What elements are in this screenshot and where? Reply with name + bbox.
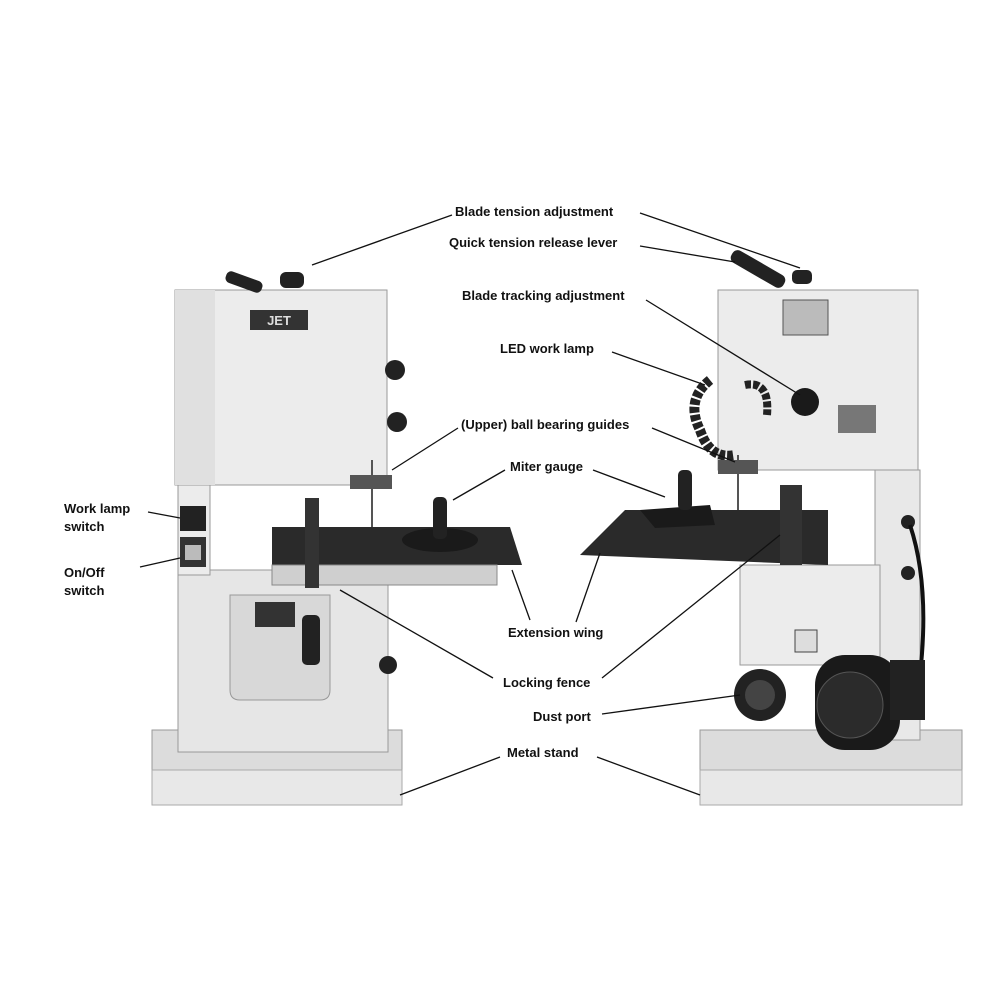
warning-label xyxy=(255,602,295,627)
right-fence xyxy=(780,485,802,565)
tension-handle xyxy=(302,615,320,665)
knob xyxy=(385,360,405,380)
label-extension-wing: Extension wing xyxy=(508,625,604,640)
label-quick-release: Quick tension release lever xyxy=(449,235,618,250)
svg-text:JET: JET xyxy=(267,313,291,328)
right-bandsaw xyxy=(580,250,963,806)
label-blade-tracking: Blade tracking adjustment xyxy=(462,288,625,303)
label-work-lamp-switch: Work lamp switch xyxy=(64,500,130,536)
label-miter-gauge: Miter gauge xyxy=(510,459,583,474)
left-miter-gauge xyxy=(402,528,478,552)
label-locking-fence: Locking fence xyxy=(503,675,591,690)
label-line: On/Off xyxy=(64,565,105,580)
label-dust-port: Dust port xyxy=(533,709,591,724)
jet-logo xyxy=(250,310,308,330)
left-bandsaw: JET xyxy=(151,271,522,806)
label-line: switch xyxy=(64,519,105,534)
label-led-lamp: LED work lamp xyxy=(500,341,594,356)
right-plate xyxy=(838,405,876,433)
blade-tension-knob xyxy=(280,272,304,288)
tracking-knob xyxy=(791,388,819,416)
label-line: switch xyxy=(64,583,105,598)
right-miter-gauge xyxy=(640,505,715,528)
label-ball-bearing: (Upper) ball bearing guides xyxy=(461,417,630,432)
work-lamp-switch xyxy=(180,506,206,531)
leader-lines xyxy=(139,212,801,796)
right-table xyxy=(580,510,828,565)
right-bearing-guides xyxy=(718,460,758,474)
label-blade-tension: Blade tension adjustment xyxy=(455,204,614,219)
label-on-off-switch: On/Off switch xyxy=(64,564,104,600)
quick-release-lever xyxy=(730,250,786,288)
led-work-lamp xyxy=(689,376,736,461)
tension-plate xyxy=(782,299,829,336)
label-metal-stand: Metal stand xyxy=(507,745,579,760)
label-line: Work lamp xyxy=(64,501,131,516)
left-fence xyxy=(305,498,319,588)
left-bearing-guides xyxy=(350,475,392,489)
